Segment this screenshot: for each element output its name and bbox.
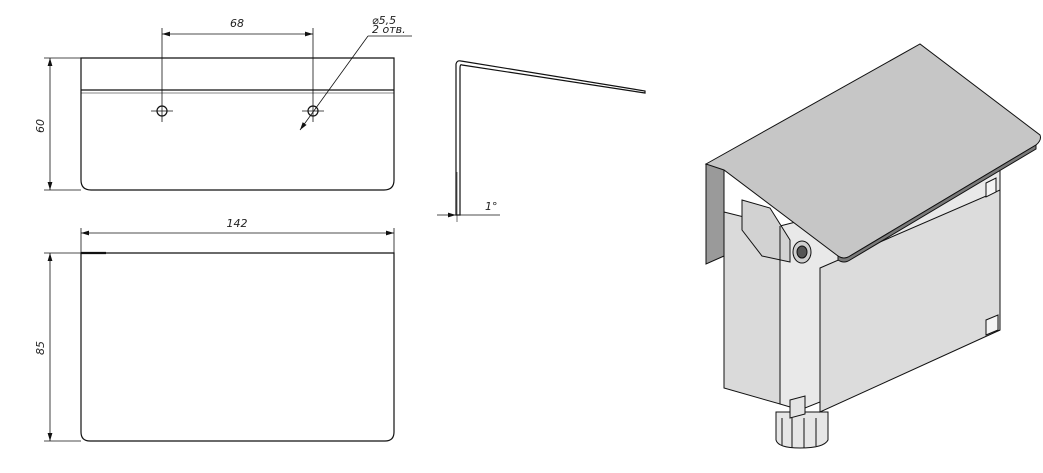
label-hole-count: 2 отв. bbox=[372, 23, 406, 36]
mounting-screw bbox=[792, 240, 812, 264]
dimension-front-height bbox=[44, 57, 81, 191]
dimension-plan-height bbox=[44, 252, 81, 442]
label-width: 142 bbox=[227, 217, 248, 230]
front-view-outline bbox=[80, 57, 395, 191]
enclosure-hinge bbox=[741, 199, 791, 263]
cover-front-lip bbox=[837, 144, 1037, 263]
side-view bbox=[437, 60, 646, 222]
enclosure-bottom-foot bbox=[789, 395, 806, 419]
label-front-height: 60 bbox=[34, 119, 47, 133]
mounting-hole-left bbox=[151, 100, 173, 122]
label-bend-angle: 1° bbox=[485, 200, 498, 213]
enclosure-corner-notch-bottom bbox=[985, 314, 999, 336]
front-view bbox=[44, 28, 412, 191]
label-hole-diameter: ⌀5,5 bbox=[372, 14, 396, 27]
label-plan-height: 85 bbox=[34, 341, 47, 355]
plan-view bbox=[44, 228, 395, 442]
dimension-bend-angle bbox=[437, 172, 500, 222]
side-view-profile bbox=[455, 60, 646, 216]
isometric-view bbox=[704, 43, 1041, 449]
cover-back-plate bbox=[705, 163, 725, 265]
enclosure-corner-notch-top bbox=[985, 177, 997, 198]
dimension-width bbox=[80, 228, 395, 253]
enclosure-right-edge bbox=[819, 189, 1001, 413]
label-hole-spacing: 68 bbox=[230, 17, 244, 30]
dimension-hole-diameter bbox=[299, 35, 412, 131]
cable-gland bbox=[775, 411, 829, 449]
plan-view-outline bbox=[80, 252, 395, 442]
dimension-hole-spacing bbox=[161, 28, 314, 100]
mounting-hole-right bbox=[302, 100, 324, 122]
